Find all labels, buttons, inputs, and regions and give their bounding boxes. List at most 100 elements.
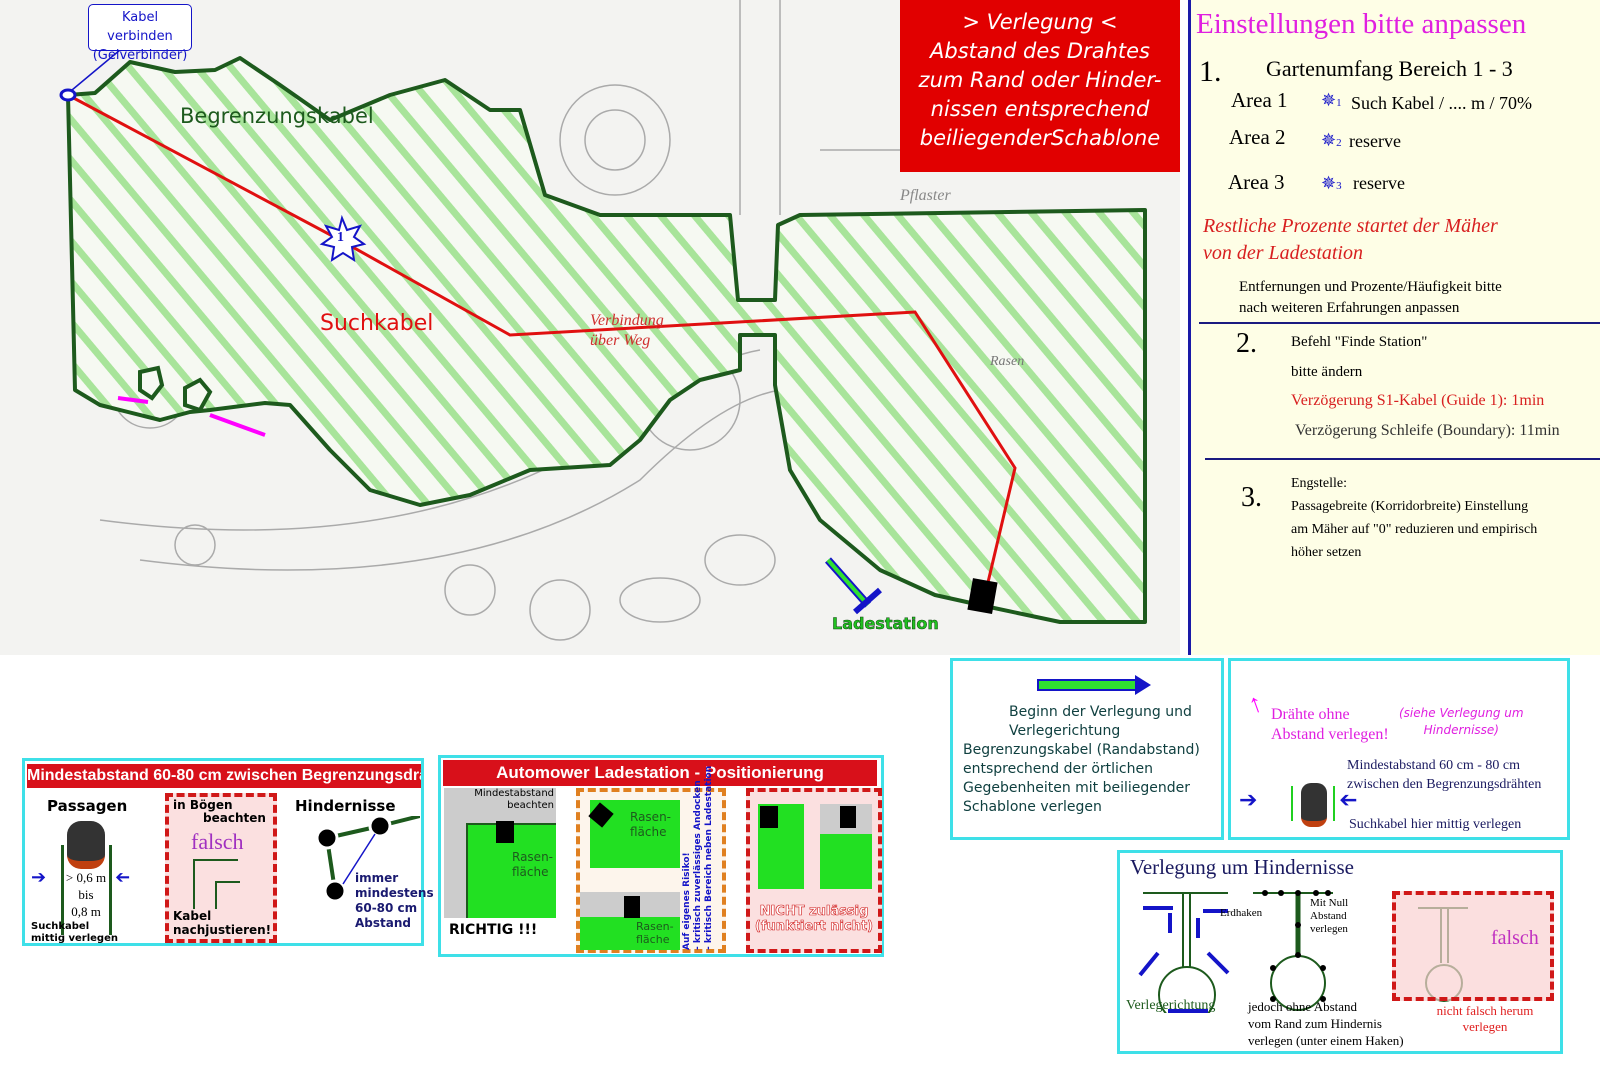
text-line: - kritisch zuverlässiges Andocken (693, 780, 703, 950)
station-block (840, 806, 856, 828)
boundary-delay-setting: Verzögerung Schleife (Boundary): 11min (1295, 422, 1560, 439)
wire-line (61, 845, 64, 935)
wire-line (1291, 786, 1293, 821)
text-line: Mindestabstand 60 cm - 80 cm (1347, 758, 1521, 773)
search-cable-label: Suchkabel (320, 311, 434, 336)
laying-instruction-box: > Verlegung < Abstand des Drahtes zum Ra… (900, 0, 1180, 172)
min-spacing-note: Mindestabstand 60 cm - 80 cm zwischen den… (1347, 756, 1541, 794)
min-distance-header: Mindestabstand 60-80 cm zwischen Begrenz… (27, 764, 421, 788)
falsch-label: falsch (1491, 927, 1539, 949)
sketch-note-rasen: Rasen (989, 354, 1024, 369)
area-1-text: Such Kabel / .... m / 70% (1351, 93, 1532, 113)
text-line: immer (355, 871, 399, 885)
area-3-label: Area 3 (1228, 170, 1285, 194)
text-line: mindestens (355, 886, 434, 900)
lawn-area (66, 56, 1147, 624)
text-line: 60-80 cm (355, 901, 418, 915)
star-2-icon: ✵2 (1321, 130, 1342, 150)
search-center-note: Suchkabel hier mittig verlegen (1349, 817, 1522, 832)
text-line: Abstand (355, 916, 411, 930)
arrow-left-icon: ➔ (1339, 787, 1358, 812)
connector-point (59, 88, 77, 102)
text-line: Abstand verlegen! (1271, 726, 1389, 743)
text-line: Gegebenheiten mit beiliegender (963, 780, 1191, 796)
risk-example: Rasen-fläche Rasen-fläche Auf eigenes Ri… (576, 766, 726, 953)
section-1-heading: Gartenumfang Bereich 1 - 3 (1266, 56, 1513, 81)
star-3-icon: ✵3 (1321, 173, 1342, 193)
text-line: jedoch ohne Abstand (1248, 999, 1358, 1014)
section-3-text: Engstelle: Passagebreite (Korridorbreite)… (1291, 472, 1537, 564)
text-line: zwischen den Begrenzungsdrähten (1347, 777, 1542, 792)
not-allowed-label: NICHT zulässig(funktiert nicht) (750, 904, 878, 935)
text-line: Mindestabstand (474, 788, 554, 799)
text-line: nachjustieren! (173, 923, 272, 937)
garden-map-drawing: Verbindung über Weg Rasen Pflaster (59, 0, 1147, 641)
ground-hook-label: Erdhaken (1220, 907, 1263, 919)
text-line: verlegen (1462, 1019, 1508, 1034)
red-box-line: > Verlegung < (962, 10, 1118, 34)
text-line: Engstelle: (1291, 476, 1347, 491)
adjust-note: Entfernungen und Prozente/Häufigkeit bit… (1239, 277, 1502, 319)
obstacle-2 (183, 377, 213, 413)
text-line: - kritisch Bereich neben Ladestation (704, 765, 714, 950)
text-line: Passagebreite (Korridorbreite) Einstellu… (1291, 499, 1529, 514)
text-line: Rasen- (512, 850, 553, 864)
obstacle-distance-icon (315, 816, 420, 901)
pink-arrow-2 (209, 413, 266, 437)
text-line: Drähte ohne (1271, 706, 1350, 723)
min-distance-panel: Mindestabstand 60-80 cm zwischen Begrenz… (22, 758, 434, 946)
text-line: fläche (630, 825, 667, 839)
station-block (496, 821, 514, 843)
charging-station (967, 578, 998, 615)
star-1-label: 1 (337, 230, 344, 245)
text-line: fläche (636, 933, 670, 946)
without-gap-note: jedoch ohne Abstand vom Rand zum Hinderni… (1248, 998, 1404, 1049)
station-positioning-panel: Automower Ladestation - Positionierung M… (438, 755, 884, 957)
lawn-label: Rasen-fläche (636, 920, 674, 946)
text-line: NICHT zulässig (759, 904, 869, 920)
red-box-line: zum Rand oder Hinder- (918, 68, 1162, 92)
divider (1199, 322, 1600, 324)
correct-label: RICHTIG !!! (449, 922, 538, 938)
area-3-text: reserve (1353, 173, 1405, 193)
search-cable (67, 93, 1017, 596)
text-line: Schablone verlegen (963, 799, 1102, 815)
text-line: Rasen- (630, 810, 671, 824)
red-box-line: Abstand des Drahtes (930, 39, 1150, 63)
section-1-number: 1. (1199, 55, 1222, 88)
guide-delay-setting: Verzögerung S1-Kabel (Guide 1): 1min (1291, 392, 1545, 409)
text-line: Suchkabel (31, 921, 90, 932)
text-line: Begrenzungskabel (Randabstand) (963, 742, 1200, 758)
obstacle-laying-panel: Verlegung um Hindernisse Erdhaken Mit Nu… (1117, 850, 1563, 1054)
wrong-direction-box: falsch (1392, 891, 1554, 1001)
arrow-head (1135, 675, 1151, 695)
laying-direction-label: Verlegerichtung (1126, 998, 1216, 1013)
text-line: verlegen (1310, 923, 1348, 935)
station-block (760, 806, 778, 828)
star-1-icon (319, 214, 367, 263)
text-line: in Bögen (173, 798, 233, 812)
text-line: Beginn der Verlegung und (1009, 704, 1192, 720)
text-line: Verlegerichtung (1009, 723, 1121, 739)
text-line: fläche (512, 865, 549, 879)
note-line: nach weiteren Erfahrungen anpassen (1239, 300, 1460, 316)
text-line: vom Rand zum Hindernis (1248, 1016, 1382, 1031)
passagen-label: Passagen (47, 797, 128, 815)
settings-title: Einstellungen bitte anpassen (1196, 8, 1527, 40)
area-2-label: Area 2 (1229, 125, 1286, 149)
text-line: (funktiert nicht) (754, 919, 874, 935)
sketch-note-verbindung: Verbindung (590, 312, 664, 329)
start-arrow-icon (1037, 679, 1137, 691)
text-line: entsprechend der örtlichen (963, 761, 1153, 777)
